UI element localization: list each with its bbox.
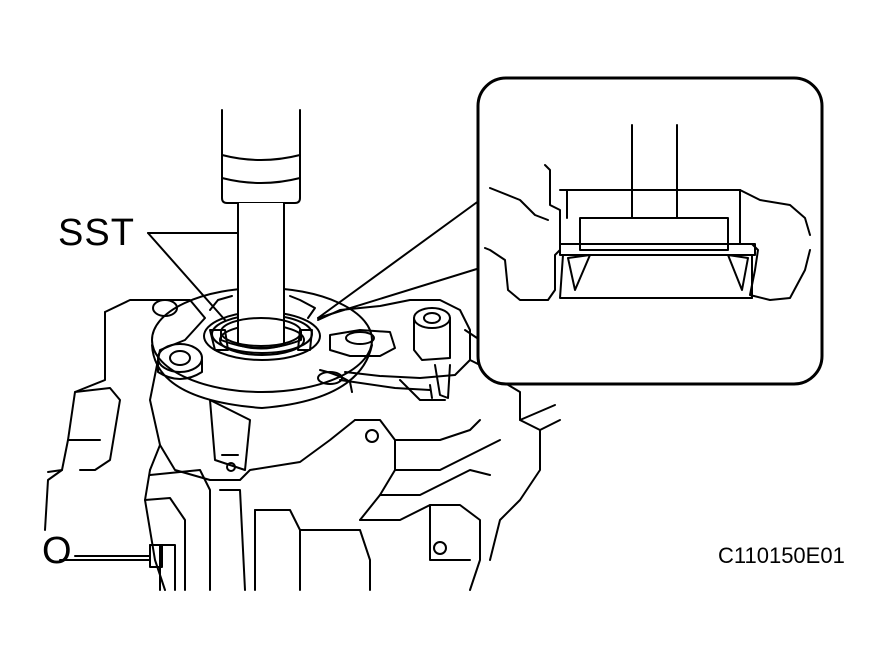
- detail-inset: [478, 78, 822, 384]
- callout-connector: [318, 200, 480, 318]
- part-mark-label: O: [42, 530, 72, 572]
- transmission-housing: [45, 300, 560, 590]
- figure-code: C110150E01: [718, 543, 845, 568]
- sst-label: SST: [58, 212, 135, 254]
- shift-mechanism: [318, 300, 482, 400]
- sst-seal-driver: [221, 110, 301, 349]
- sst-leader-lines: [148, 233, 238, 320]
